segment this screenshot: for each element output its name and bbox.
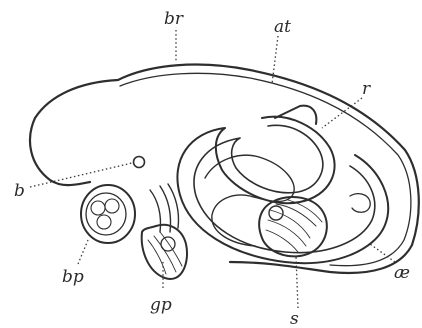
label-gp: gp [150, 295, 172, 315]
gut-loop-outer [177, 117, 388, 263]
stomach [259, 197, 327, 256]
inner-cavity [205, 155, 294, 246]
leader-bp [78, 240, 88, 264]
gland-b [134, 157, 145, 168]
pedal-ganglion [81, 185, 135, 243]
ex-structure [350, 194, 370, 213]
label-bp: bp [62, 267, 84, 287]
label-br: br [164, 9, 184, 29]
gut-loop-inner [194, 125, 375, 252]
label-s: s [290, 309, 299, 328]
label-at: at [274, 17, 291, 37]
label-r: r [362, 79, 371, 99]
label-x: æ [394, 263, 410, 283]
outer-body-outline [30, 65, 419, 273]
genital-organ [142, 225, 187, 279]
label-b: b [14, 181, 25, 201]
